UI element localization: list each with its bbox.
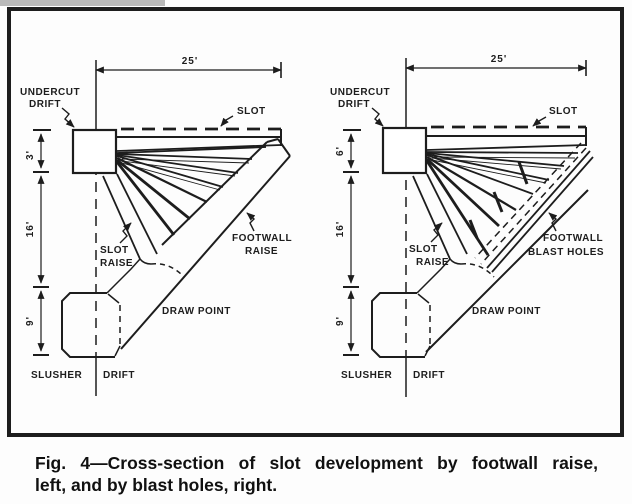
left-drill-fan	[115, 144, 282, 236]
right-undercut-drift-box	[381, 126, 428, 175]
right-diagram: 25' 6' 16' 9'	[330, 54, 604, 397]
left-slot-raise	[102, 173, 158, 260]
scan-artifact	[0, 0, 165, 6]
right-footwall-blast-holes	[468, 142, 594, 273]
right-leader-arrows	[371, 107, 558, 243]
right-dim-top-label: 6'	[335, 146, 346, 156]
left-drift-label: DRIFT	[103, 370, 135, 381]
figure-caption-line-1: Fig. 4—Cross-section of slot development…	[35, 453, 598, 473]
left-slot-raise-label-1: SLOT	[100, 245, 129, 256]
right-slot-label: SLOT	[549, 106, 578, 117]
right-draw-point-bell	[416, 258, 495, 294]
right-dim-width-label: 25'	[491, 54, 508, 65]
left-dim-top-label: 3'	[25, 150, 36, 160]
left-slusher-drift-box	[61, 292, 121, 358]
right-slusher-drift-box	[371, 292, 431, 358]
left-slusher-label: SLUSHER	[31, 370, 83, 381]
right-footwall-label-2: BLAST HOLES	[528, 247, 604, 258]
left-draw-point-label: DRAW POINT	[162, 306, 231, 317]
figure-frame	[7, 7, 624, 437]
left-footwall-label-1: FOOTWALL	[232, 233, 292, 244]
right-slot-raise-label-2: RAISE	[416, 257, 449, 268]
right-undercut-label-1: UNDERCUT	[330, 87, 390, 98]
right-dim-bottom-label: 9'	[335, 316, 346, 326]
left-undercut-label-1: UNDERCUT	[20, 87, 80, 98]
left-labels: UNDERCUT DRIFT SLOT SLOT RAISE FOOTWALL …	[20, 87, 292, 381]
figure-drawing: 25' 3' 16' 9'	[0, 0, 624, 437]
right-slusher-label: SLUSHER	[341, 370, 393, 381]
left-undercut-label-2: DRIFT	[29, 99, 61, 110]
right-labels: UNDERCUT DRIFT SLOT SLOT RAISE FOOTWALL …	[330, 87, 604, 381]
right-footwall-label-1: FOOTWALL	[543, 233, 603, 244]
figure-caption: Fig. 4—Cross-section of slot development…	[35, 452, 598, 496]
right-slot-raise-label-1: SLOT	[409, 244, 438, 255]
right-drill-fan	[425, 144, 587, 256]
left-dim-width-label: 25'	[182, 56, 199, 67]
left-footwall-label-2: RAISE	[245, 246, 278, 257]
left-slot-raise-label-2: RAISE	[100, 258, 133, 269]
left-undercut-drift-box	[71, 128, 118, 175]
right-draw-point-floor	[425, 189, 589, 353]
right-width-dimension: 25'	[405, 54, 587, 76]
left-width-dimension: 25'	[95, 56, 282, 78]
right-slot	[427, 125, 587, 146]
left-leader-arrows	[61, 107, 256, 244]
right-dimension-chain: 6' 16' 9'	[335, 129, 361, 356]
left-dimension-chain: 3' 16' 9'	[25, 129, 51, 356]
left-footwall-raise	[120, 138, 291, 350]
left-dim-mid-label: 16'	[25, 221, 36, 238]
left-diagram: 25' 3' 16' 9'	[20, 56, 292, 396]
left-slot	[117, 127, 282, 146]
right-dim-mid-label: 16'	[335, 221, 346, 238]
right-drift-label: DRIFT	[413, 370, 445, 381]
figure-caption-line-2: left, and by blast holes, right.	[35, 475, 278, 495]
right-slot-raise	[412, 173, 468, 260]
left-slot-label: SLOT	[237, 106, 266, 117]
right-undercut-label-2: DRIFT	[338, 99, 370, 110]
left-draw-point-bell	[106, 258, 185, 294]
left-dim-bottom-label: 9'	[25, 316, 36, 326]
right-draw-point-label: DRAW POINT	[472, 306, 541, 317]
